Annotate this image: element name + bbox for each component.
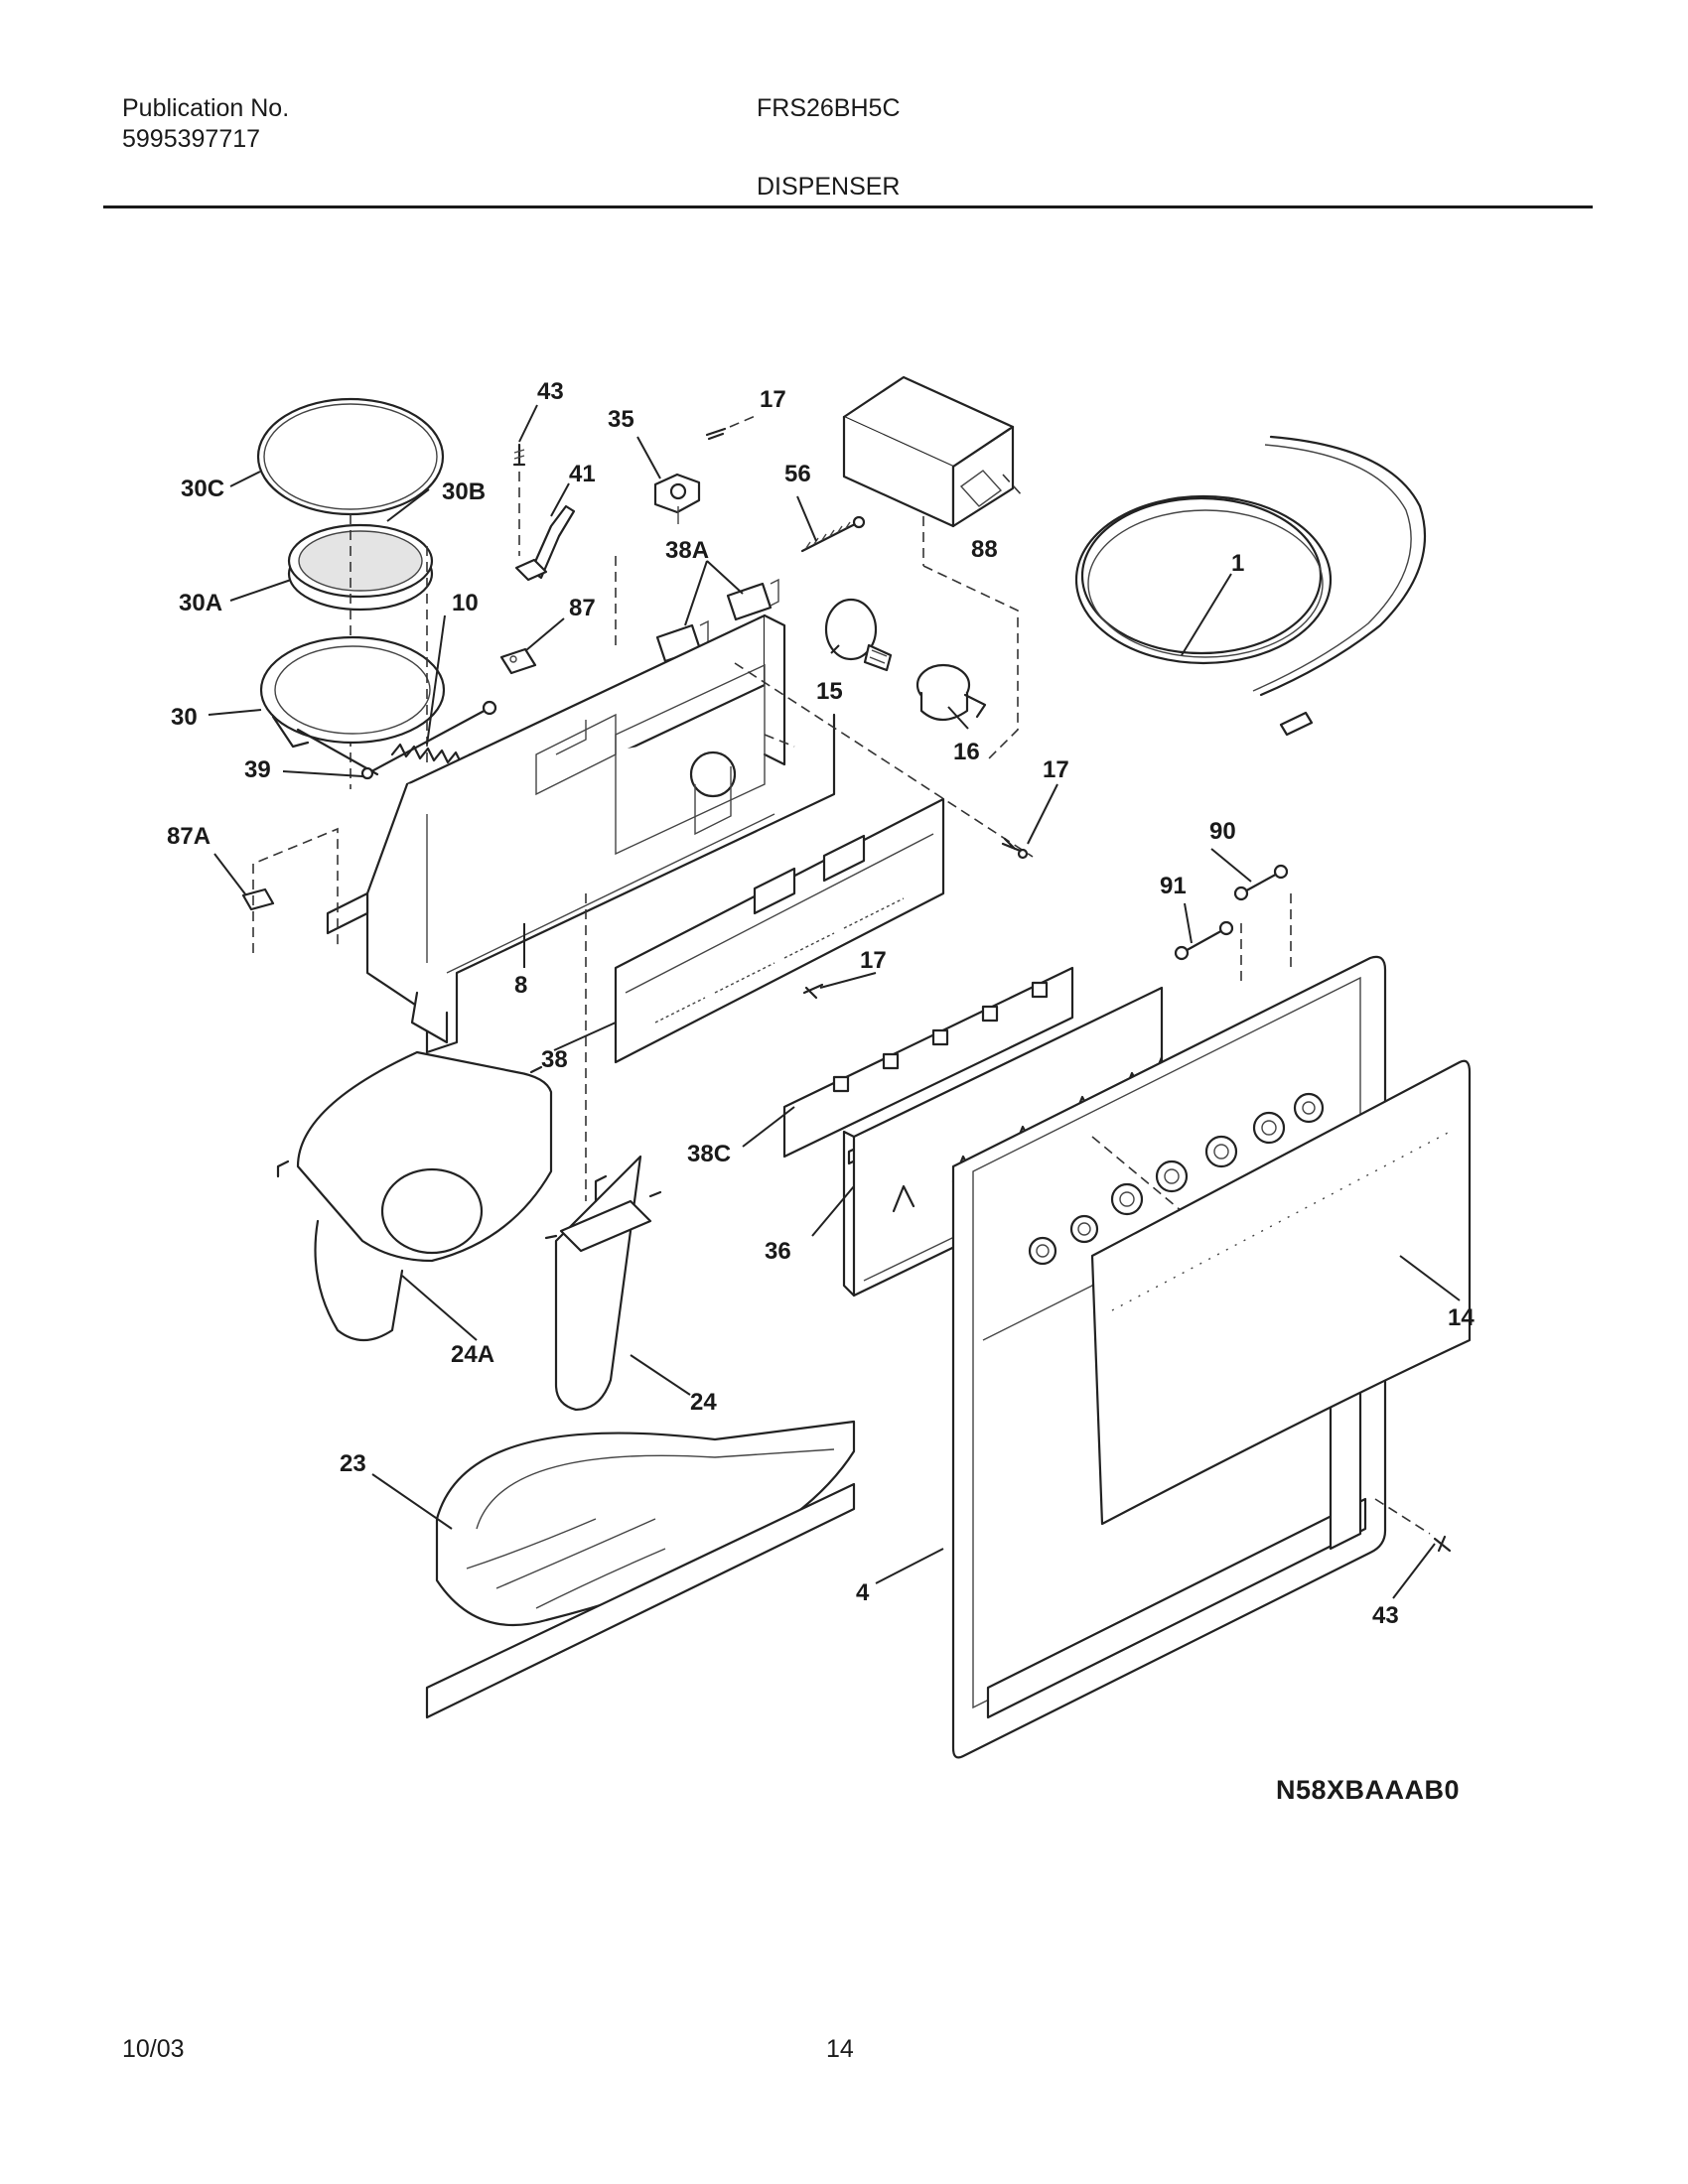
part-87a-clip [241, 827, 339, 953]
part-56-screw [800, 515, 866, 553]
part-41-bracket [514, 504, 576, 582]
callout-38: 38 [541, 1046, 568, 1073]
callout-43-bottom: 43 [1372, 1602, 1399, 1629]
callout-labels: 43 35 17 30C 30B 41 56 88 1 38A 30A 10 8… [167, 378, 1475, 1629]
callout-30: 30 [171, 704, 198, 731]
part-8-dispenser-housing [326, 614, 836, 1054]
callout-4: 4 [856, 1579, 870, 1606]
callout-39: 39 [244, 756, 271, 783]
part-15-bulb [824, 598, 893, 672]
callout-24: 24 [690, 1389, 717, 1416]
callout-35: 35 [608, 406, 634, 433]
callout-30c: 30C [181, 476, 224, 502]
callout-43: 43 [537, 378, 564, 405]
callout-17-board: 17 [860, 947, 887, 974]
header-divider [103, 205, 1593, 208]
part-30a-filter-housing [287, 523, 434, 612]
leader-lines [208, 404, 1461, 1599]
part-24-flap [544, 1155, 662, 1412]
callout-36: 36 [765, 1238, 791, 1265]
part-43-screw-bottom [1374, 1498, 1452, 1553]
callout-90: 90 [1209, 818, 1236, 845]
part-17-screw-board [802, 983, 824, 1000]
part-23-drip-tray [425, 1420, 856, 1719]
callout-14: 14 [1448, 1304, 1475, 1331]
part-88-box [842, 375, 1024, 760]
part-43-screw [512, 443, 526, 556]
callout-91: 91 [1160, 873, 1187, 899]
part-24a-ice-chute [276, 1050, 553, 1342]
callout-17: 17 [760, 386, 786, 413]
publication-label: Publication No. [122, 94, 290, 122]
part-17-screw-right [1001, 837, 1029, 860]
callout-56: 56 [784, 461, 811, 487]
part-35-motor [653, 473, 701, 524]
part-17-screw-top [705, 414, 759, 441]
diagram-code: N58XBAAAB0 [1276, 1775, 1461, 1805]
part-30c-gasket [256, 397, 445, 516]
model-number: FRS26BH5C [757, 94, 901, 122]
callout-23: 23 [340, 1450, 366, 1477]
part-38-control-board [614, 797, 945, 1064]
callout-30b: 30B [442, 478, 486, 505]
section-title: DISPENSER [757, 173, 901, 201]
part-1-tubing [1074, 435, 1427, 737]
publication-number: 5995397717 [122, 125, 261, 153]
callout-8: 8 [514, 972, 527, 999]
callout-87a: 87A [167, 823, 211, 850]
callout-38a: 38A [665, 537, 709, 564]
callout-30a: 30A [179, 590, 222, 616]
part-14-lens [1090, 1059, 1472, 1526]
part-87-clip [499, 647, 537, 675]
callout-88: 88 [971, 536, 998, 563]
footer-date: 10/03 [122, 2035, 185, 2063]
part-10-spring [390, 743, 472, 766]
callout-10: 10 [452, 590, 479, 616]
callout-38c: 38C [687, 1141, 731, 1167]
callout-1: 1 [1231, 550, 1244, 577]
callout-41: 41 [569, 461, 596, 487]
callout-24a: 24A [451, 1341, 494, 1368]
part-16-socket [915, 663, 987, 722]
part-30-ring [259, 635, 446, 776]
callout-16: 16 [953, 739, 980, 765]
page-number: 14 [826, 2035, 854, 2063]
callout-17-right: 17 [1043, 756, 1069, 783]
part-90-pin [1233, 864, 1289, 901]
callout-87: 87 [569, 595, 596, 621]
callout-15: 15 [816, 678, 843, 705]
part-91-pin [1174, 920, 1234, 961]
